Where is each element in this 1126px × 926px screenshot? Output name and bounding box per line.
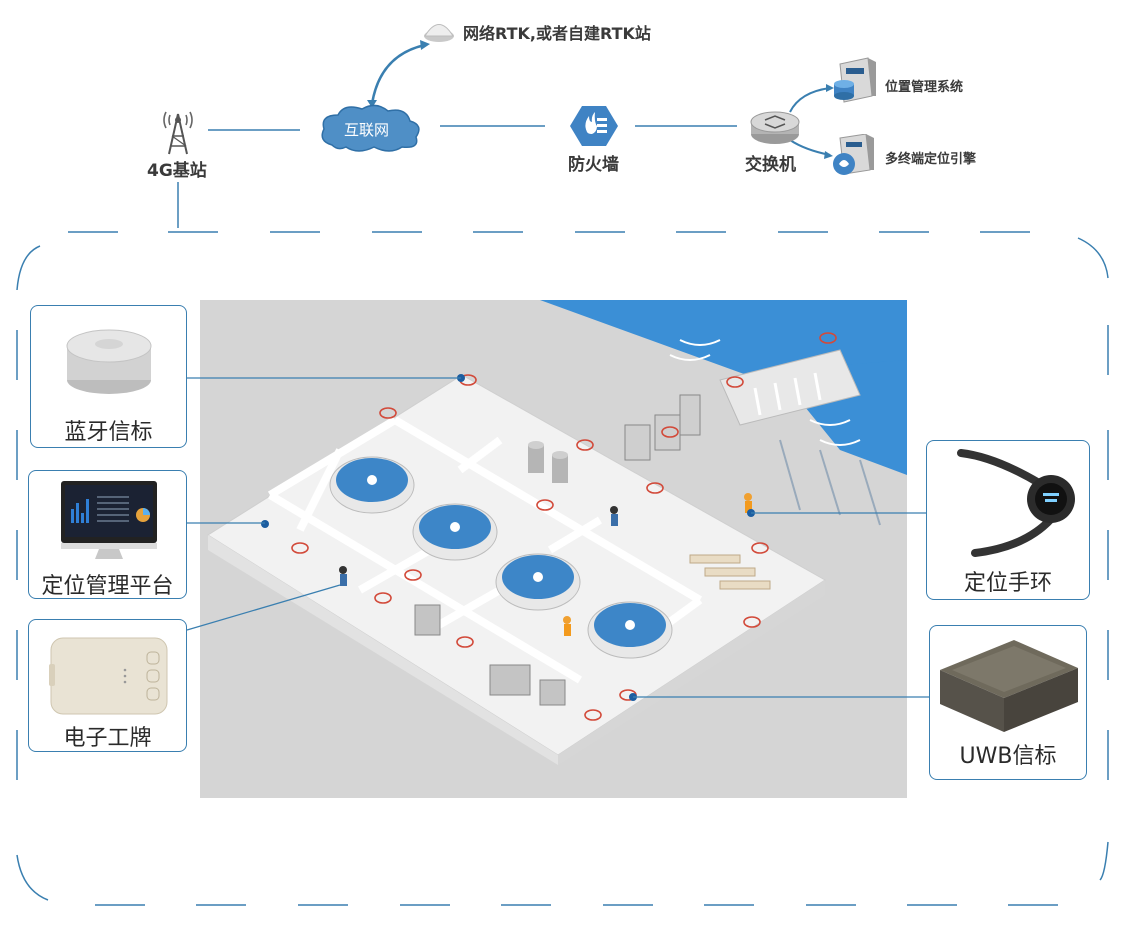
- link-switch-location: [789, 87, 831, 113]
- bracelet-card: 定位手环: [926, 440, 1090, 600]
- location-system-label: 位置管理系统: [885, 80, 964, 95]
- uwb-beacon-card: UWB信标: [929, 625, 1087, 780]
- rtk-label: 网络RTK,或者自建RTK站: [463, 24, 651, 43]
- management-platform-label: 定位管理平台: [41, 574, 174, 599]
- workers: [339, 493, 752, 636]
- bracelet-label: 定位手环: [963, 571, 1052, 596]
- uwb-beacon-icon: [940, 640, 1078, 732]
- engine-server-icon: [833, 134, 874, 175]
- multi-state-label: 多终端定位引擎: [885, 152, 977, 167]
- switch-icon: [750, 111, 800, 144]
- bluetooth-beacon-card: 蓝牙信标: [30, 305, 187, 448]
- firewall-icon: [570, 106, 618, 146]
- firewall-label: 防火墙: [568, 155, 619, 175]
- link-internet-rtk: [370, 43, 426, 105]
- switch-label: 交换机: [745, 155, 796, 175]
- internet-cloud-icon: [321, 104, 420, 152]
- dashed-right: [1077, 237, 1109, 881]
- uwb-beacon-label: UWB信标: [959, 744, 1057, 769]
- facility-illustration: [207, 300, 907, 765]
- dashed-left: [16, 245, 49, 901]
- bluetooth-beacon-icon: [66, 329, 152, 394]
- facility-scene: [200, 300, 907, 798]
- monitor-icon: [61, 481, 157, 559]
- rtk-dome-icon: [424, 24, 454, 42]
- base-station-icon: [163, 111, 193, 155]
- electronic-badge-label: 电子工牌: [63, 726, 152, 751]
- server-icon: [834, 57, 876, 103]
- electronic-badge-card: 电子工牌: [28, 619, 187, 752]
- base-station-label: 4G基站: [147, 161, 207, 181]
- clarifier-tanks: [329, 456, 673, 659]
- badge-icon: [49, 637, 168, 715]
- bluetooth-beacon-label: 蓝牙信标: [64, 420, 153, 445]
- management-platform-card: 定位管理平台: [28, 470, 187, 599]
- bracelet-icon: [957, 449, 1075, 557]
- internet-label: 互联网: [344, 121, 390, 139]
